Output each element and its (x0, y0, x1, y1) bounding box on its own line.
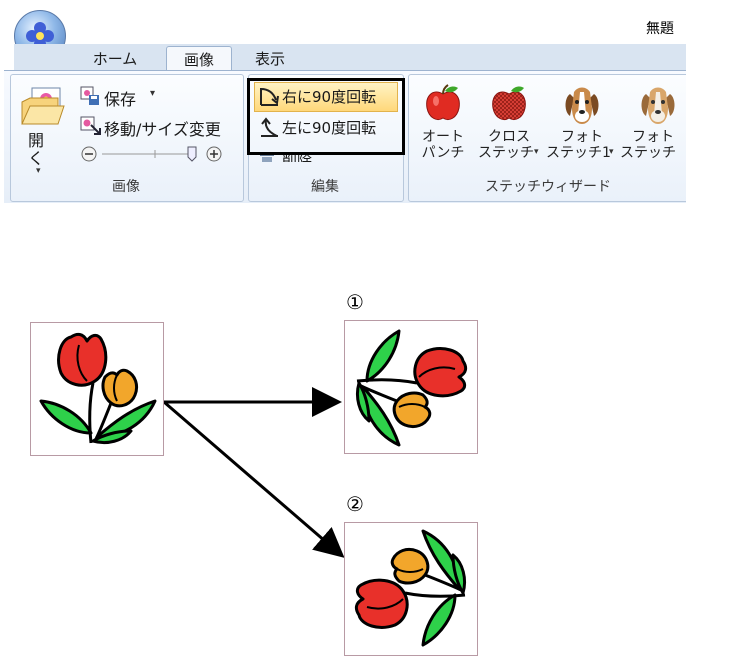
tulip-rotated-left (354, 529, 467, 647)
zoom-slider[interactable] (80, 144, 230, 164)
photo-stitch-1-label-1: フォト (561, 129, 603, 145)
photo-stitch-1-button[interactable]: フォト ステッチ1 ▾ (546, 80, 618, 176)
ribbon: 無題 ホーム 画像 表示 開く ▾ 保存 ▾ 移動/サイズ変更 (0, 0, 686, 204)
tab-image[interactable]: 画像 (166, 46, 232, 73)
flower-logo-icon (26, 22, 54, 50)
photo-stitch-1-dropdown-icon[interactable]: ▾ (609, 147, 614, 157)
apple-icon (426, 84, 460, 121)
rotate-left-label: 左に90度回転 (282, 119, 377, 137)
tulip-rotated-right (355, 329, 468, 447)
cross-stitch-dropdown-icon[interactable]: ▾ (534, 147, 539, 157)
beagle-photo-icon (641, 87, 675, 124)
rotated-right-image (344, 320, 478, 454)
auto-punch-label-2: パンチ (421, 145, 465, 161)
tab-strip (14, 44, 686, 70)
cross-stitch-label-2: ステッチ (478, 145, 534, 161)
marker-1: ① (346, 290, 364, 314)
cross-stitch-label-1: クロス (488, 129, 530, 145)
image-group-label: 画像 (112, 179, 140, 195)
beagle-icon (565, 87, 599, 124)
original-image (30, 322, 164, 456)
tab-view[interactable]: 表示 (254, 50, 285, 68)
auto-punch-button[interactable]: オート パンチ (414, 80, 472, 176)
cross-stitch-apple-icon (492, 86, 526, 121)
marker-2: ② (346, 492, 364, 516)
auto-punch-label-1: オート (422, 129, 464, 145)
move-resize-label: 移動/サイズ変更 (104, 120, 221, 139)
tab-home[interactable]: ホーム (92, 50, 138, 68)
cross-stitch-button[interactable]: クロス ステッチ ▾ (476, 80, 542, 176)
photo-stitch-2-button[interactable]: フォト ステッチ (620, 80, 686, 176)
rotate-left-button[interactable] (258, 116, 280, 138)
save-dropdown-icon[interactable]: ▾ (150, 88, 156, 99)
rotate-left-icon (261, 117, 278, 137)
photo-stitch-2-label-1: フォト (632, 129, 674, 145)
rotate-right-label: 右に90度回転 (282, 88, 377, 106)
photo-stitch-1-label-2: ステッチ1 (546, 145, 611, 161)
zoom-slider-graphic (81, 146, 222, 162)
rotate-right-icon (258, 85, 280, 107)
move-resize-button[interactable] (80, 116, 102, 136)
rotated-left-image (344, 522, 478, 656)
delete-label: 削除 (282, 152, 313, 162)
save-image-icon (80, 86, 99, 105)
delete-label-clip: 削除 (282, 152, 342, 162)
save-button[interactable] (80, 86, 100, 106)
open-image-icon (21, 87, 65, 125)
edit-callout-box (247, 78, 405, 155)
edit-group-label: 編集 (311, 179, 339, 195)
open-label: 開く (28, 131, 45, 168)
window-title: 無題 (646, 21, 674, 37)
arrow-to-rotated-left (163, 400, 345, 558)
open-button[interactable] (18, 84, 66, 128)
move-resize-icon (80, 116, 101, 135)
save-label: 保存 (104, 90, 137, 109)
tulip-image (39, 332, 157, 445)
stitch-wizard-group-label: ステッチウィザード (408, 176, 686, 198)
photo-stitch-2-label-2: ステッチ (620, 145, 676, 161)
open-dropdown-icon[interactable]: ▾ (36, 166, 41, 176)
stitch-wizard-label: ステッチウィザード (485, 179, 611, 195)
